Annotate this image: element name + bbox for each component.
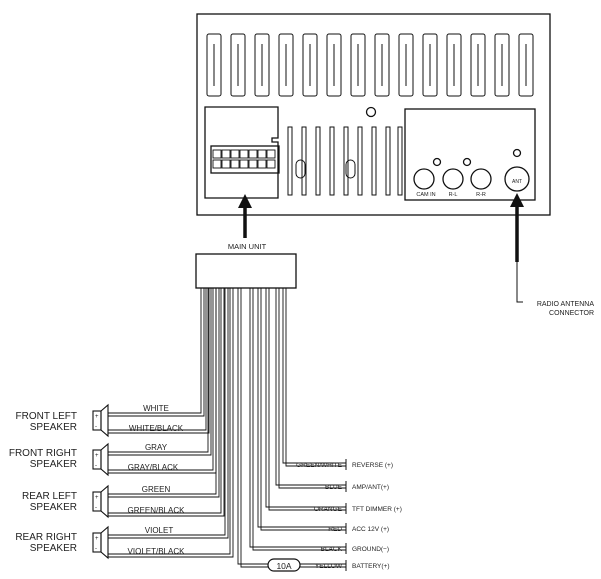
power-wire-function-2: AMP/ANT(+) [352, 484, 389, 491]
wire-label-gray-black: GRAY/BLACK [128, 463, 179, 472]
arrow-to-unit [238, 194, 252, 238]
wire-label-violet: VIOLET [145, 526, 174, 535]
antenna-arrow [510, 193, 524, 303]
speaker-name-rear-right-1: REAR RIGHT [15, 532, 77, 543]
speaker-name-front-right-2: SPEAKER [30, 459, 77, 470]
wire-label-gray: GRAY [145, 443, 168, 452]
speaker-name-front-right-1: FRONT RIGHT [9, 448, 77, 459]
wire-label-white-black: WHITE/BLACK [129, 424, 184, 433]
rear-left-jack [442, 168, 464, 190]
speaker-name-front-left-2: SPEAKER [30, 422, 77, 433]
svg-text:+: + [95, 453, 99, 459]
svg-text:-: - [95, 546, 97, 552]
power-wire-color-5: BLACK [321, 546, 343, 553]
power-wire-function-5: GROUND(−) [352, 546, 389, 553]
rear-right-jack [470, 168, 492, 190]
speaker-icon [92, 442, 109, 477]
svg-text:+: + [95, 414, 99, 420]
svg-text:-: - [95, 463, 97, 469]
heatsink-fins [206, 33, 534, 97]
speaker-name-rear-left-1: REAR LEFT [22, 491, 77, 502]
wire-label-green: GREEN [142, 485, 171, 494]
power-wire-color-6: YELLOW [315, 563, 343, 570]
wire-label-white: WHITE [143, 404, 169, 413]
antenna-label-line1: RADIO ANTENNA [537, 301, 595, 308]
power-wire-function-4: ACC 12V (+) [352, 526, 389, 533]
power-wire-function-3: TFT DIMMER (+) [352, 506, 402, 513]
power-wire-function-1: REVERSE (+) [352, 462, 393, 469]
jack-label-cam-in: CAM IN [416, 192, 435, 198]
power-wire-function-6: BATTERY(+) [352, 563, 390, 570]
speaker-icon [92, 403, 109, 438]
svg-text:-: - [95, 505, 97, 511]
antenna-jack [504, 166, 530, 192]
jack-label-r-l: R-L [449, 192, 458, 198]
antenna-label-line2: CONNECTOR [549, 310, 594, 317]
main-unit-label: MAIN UNIT [228, 242, 267, 251]
jack-label-ant: ANT [512, 179, 522, 185]
speaker-name-front-left-1: FRONT LEFT [16, 411, 77, 422]
power-wire-color-4: RED [328, 526, 342, 533]
vent-slots [287, 126, 403, 196]
power-wire-color-1: GREEN/WHITE [296, 462, 343, 469]
wire-label-green-black: GREEN/BLACK [128, 506, 186, 515]
power-wire-color-3: ORANGE [314, 506, 343, 513]
fuse-label: 10A [276, 561, 291, 571]
fuse: 10A [267, 558, 301, 572]
cam-in-jack [413, 168, 435, 190]
svg-text:+: + [95, 495, 99, 501]
speaker-name-rear-right-2: SPEAKER [30, 543, 77, 554]
unit-chassis [196, 13, 551, 216]
speaker-polarity-marks: + - + - + - + - [95, 414, 99, 552]
mount-hole [365, 106, 377, 118]
power-wire-color-2: BLUE [325, 484, 343, 491]
speaker-icon [92, 484, 109, 519]
head-unit [196, 13, 551, 216]
harness-socket [204, 106, 280, 199]
harness-plug [195, 253, 297, 289]
speaker-name-rear-left-2: SPEAKER [30, 502, 77, 513]
wires [108, 288, 346, 568]
speaker-icon [92, 525, 109, 560]
svg-text:+: + [95, 536, 99, 542]
wire-label-violet-black: VIOLET/BLACK [128, 547, 186, 556]
speaker-icons [92, 403, 109, 560]
jack-panel [404, 108, 536, 201]
svg-text:-: - [95, 424, 97, 430]
jack-label-r-r: R-R [476, 192, 486, 198]
